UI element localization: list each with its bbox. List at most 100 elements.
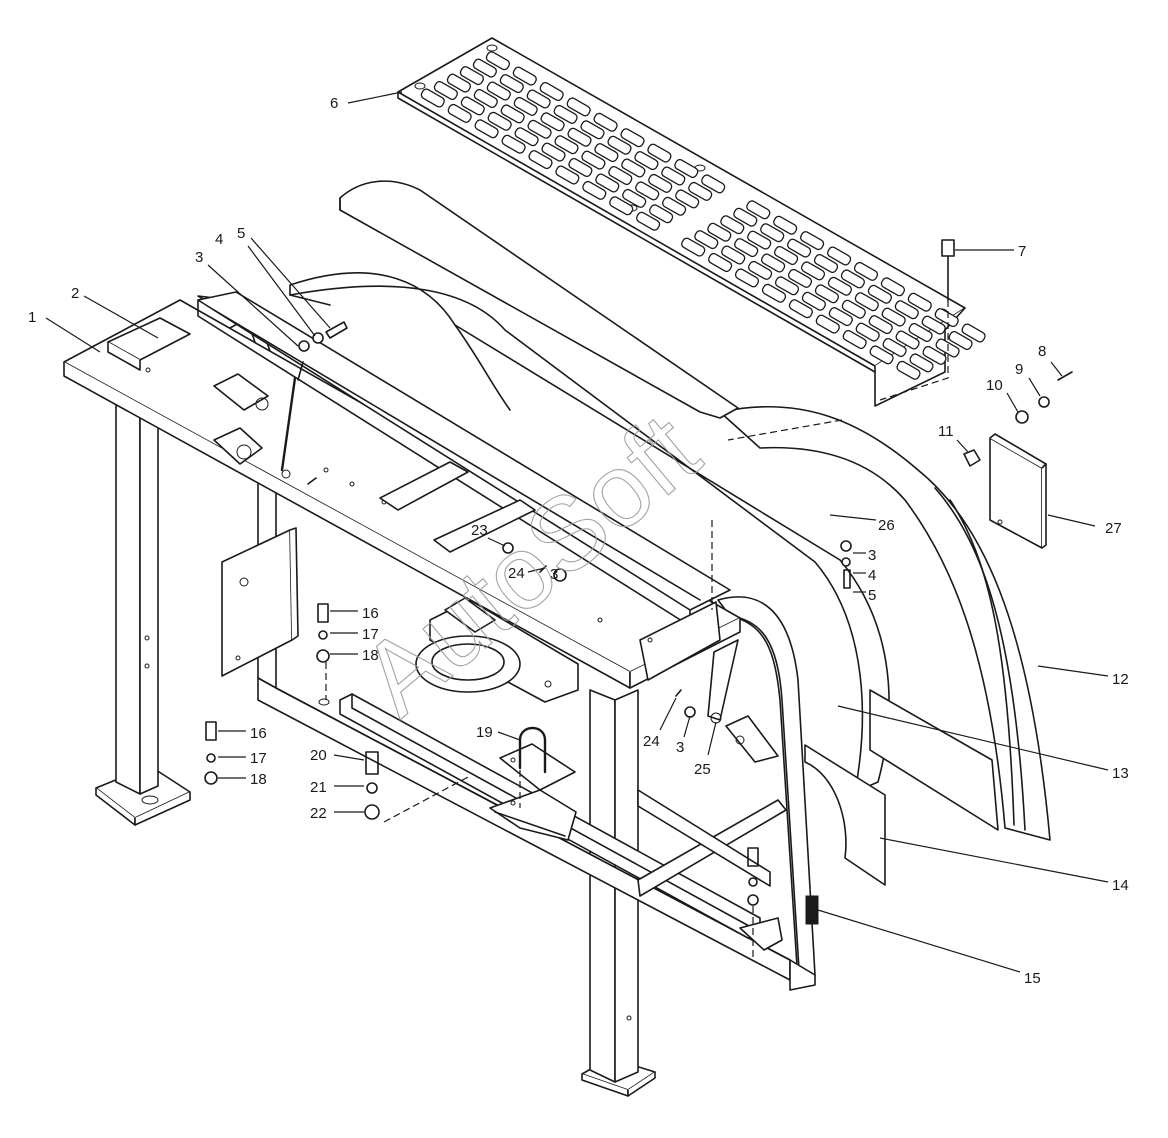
callout-3: 3 xyxy=(550,566,558,583)
callout-24: 24 xyxy=(643,733,660,750)
vent-slot xyxy=(934,308,959,328)
side-panel-14 xyxy=(804,744,886,886)
callout-17: 17 xyxy=(362,626,379,643)
vent-slot xyxy=(513,96,538,116)
vent-slot xyxy=(788,299,813,319)
vent-slot xyxy=(647,143,672,163)
front-arch-side xyxy=(717,596,816,991)
vent-slot xyxy=(787,238,812,258)
vent-slot xyxy=(908,323,933,342)
vent-slot xyxy=(854,292,879,312)
vent-slot xyxy=(420,88,445,108)
vent-slot xyxy=(868,315,893,335)
vent-slot xyxy=(681,237,706,257)
vent-slot xyxy=(842,330,867,349)
vent-slot xyxy=(528,150,553,170)
vent-slot xyxy=(621,158,646,178)
callout-26: 26 xyxy=(878,517,895,534)
vent-slot xyxy=(473,89,498,108)
callout-13: 13 xyxy=(1112,765,1129,782)
callout-18: 18 xyxy=(362,647,379,664)
vent-slot xyxy=(474,119,499,139)
vent-slot xyxy=(459,66,484,86)
vent-slot xyxy=(540,112,565,132)
callout-12: 12 xyxy=(1112,671,1129,688)
vent-slot xyxy=(909,353,934,373)
vent-slot xyxy=(746,200,771,220)
vent-slot xyxy=(694,230,719,250)
vent-slot xyxy=(567,127,592,147)
vent-slot xyxy=(635,181,660,201)
callout-17: 17 xyxy=(250,750,267,767)
alignment-lines xyxy=(325,300,949,960)
callout-11: 11 xyxy=(938,423,954,440)
vent-slot xyxy=(541,142,566,162)
vent-slot xyxy=(761,283,787,303)
vent-slot xyxy=(869,345,894,365)
vent-slot xyxy=(608,166,633,185)
callout-16: 16 xyxy=(362,605,379,622)
vent-slot xyxy=(649,204,674,224)
vent-slot xyxy=(447,103,472,123)
vent-slot xyxy=(801,291,826,311)
vent-slot xyxy=(620,128,645,148)
vent-slot xyxy=(446,73,471,93)
vent-slot xyxy=(961,323,986,343)
vent-slot xyxy=(748,260,773,280)
vent-slot xyxy=(881,307,906,327)
top-curved-panel xyxy=(339,180,739,419)
callout-8: 8 xyxy=(1038,343,1046,360)
vent-slot xyxy=(701,174,726,194)
vent-slot xyxy=(634,151,659,171)
vent-slot xyxy=(566,97,591,117)
vent-slot xyxy=(648,173,673,193)
callout-4: 4 xyxy=(868,567,876,584)
vent-slot xyxy=(500,104,525,124)
vent-slot xyxy=(800,261,826,281)
vent-slot xyxy=(555,165,580,185)
callout-27: 27 xyxy=(1105,520,1122,537)
vent-slot xyxy=(882,338,907,357)
callout-18: 18 xyxy=(250,771,267,788)
cross-brace xyxy=(637,789,787,897)
callout-20: 20 xyxy=(310,747,327,764)
vent-slot xyxy=(948,331,973,350)
vent-slot xyxy=(595,173,620,193)
end-box xyxy=(989,433,1047,549)
vent-slot xyxy=(815,314,840,334)
callout-labels: 1 2 3 3 3 3 4 4 5 5 6 7 8 9 10 11 12 13 … xyxy=(28,95,1129,987)
vent-slot xyxy=(539,82,564,101)
vent-slot xyxy=(721,245,746,265)
vent-slot xyxy=(734,268,760,288)
vent-slot xyxy=(622,188,647,208)
callout-4: 4 xyxy=(215,231,223,248)
callout-21: 21 xyxy=(310,779,327,796)
vented-cover xyxy=(397,37,986,407)
leader-lines xyxy=(45,91,1109,973)
vent-slot xyxy=(895,330,920,350)
vent-slot xyxy=(674,159,699,178)
callout-6: 6 xyxy=(330,95,338,112)
vent-slot xyxy=(499,74,524,94)
vent-slot xyxy=(661,166,686,186)
vent-slot xyxy=(747,230,772,250)
callout-5: 5 xyxy=(868,587,876,604)
side-mounting-plate xyxy=(221,527,299,677)
callout-25: 25 xyxy=(694,761,711,778)
vent-slot xyxy=(460,96,485,116)
vent-slot xyxy=(827,246,852,266)
inner-frame-rail xyxy=(197,291,731,681)
callout-15: 15 xyxy=(1024,970,1041,987)
vent-slot xyxy=(720,215,745,235)
vent-slot xyxy=(501,134,526,154)
vent-slot xyxy=(841,299,866,319)
vent-slot xyxy=(593,112,618,132)
vent-slot xyxy=(708,253,733,272)
vent-slot xyxy=(828,307,853,327)
callout-3: 3 xyxy=(195,249,203,266)
callout-19: 19 xyxy=(476,724,493,741)
vent-slot xyxy=(787,268,813,288)
vent-slot xyxy=(907,292,932,312)
vent-slot xyxy=(662,196,687,216)
vent-slot xyxy=(433,81,458,100)
